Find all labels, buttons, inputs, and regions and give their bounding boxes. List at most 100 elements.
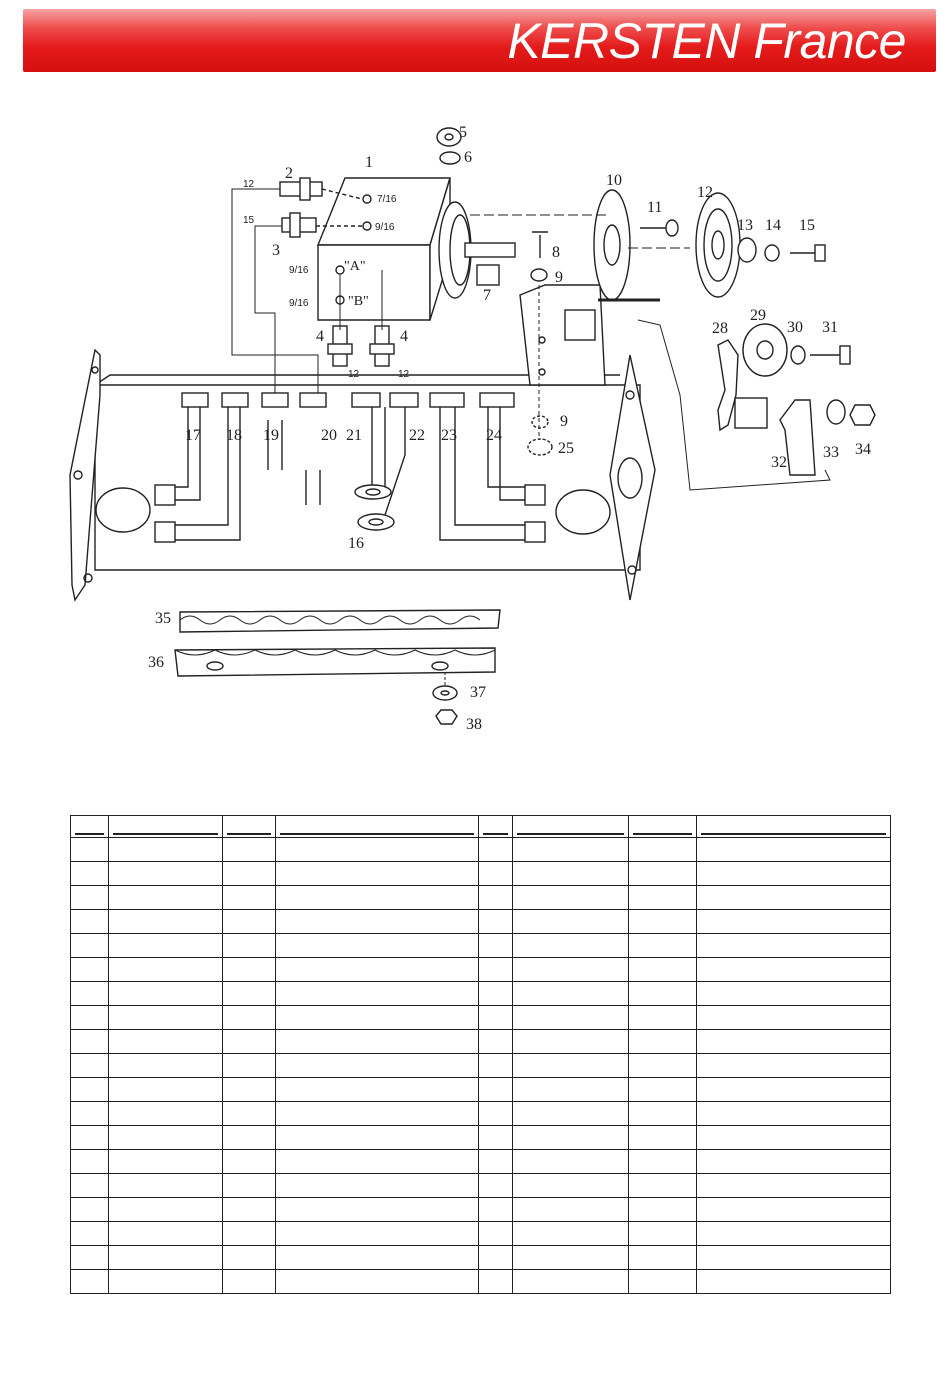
clamp-strips: [174, 609, 501, 725]
callout-13: 13: [737, 217, 753, 234]
table-cell: [696, 981, 891, 1006]
table-cell: [628, 1125, 697, 1150]
table-row: [70, 1005, 891, 1030]
table-cell: [108, 1101, 223, 1126]
table-cell: [70, 909, 109, 934]
header-underline: [75, 819, 104, 835]
table-cell: [70, 1005, 109, 1030]
hose-size-3: 12: [348, 369, 360, 380]
table-cell: [512, 861, 629, 886]
brand-title: KERSTEN France: [507, 13, 906, 69]
thread-label-2: 9/16: [375, 222, 395, 233]
callout-32: 32: [771, 454, 787, 471]
table-cell: [275, 981, 479, 1006]
callout-34: 34: [855, 441, 871, 458]
table-row: [70, 1101, 891, 1126]
callout-2: 2: [285, 165, 293, 182]
table-cell: [275, 1197, 479, 1222]
table-cell: [628, 1005, 697, 1030]
table-cell: [512, 1077, 629, 1102]
hose-lines: [231, 188, 383, 395]
header-underline: [113, 819, 218, 835]
table-cell: [275, 909, 479, 934]
table-cell: [108, 861, 223, 886]
table-cell: [478, 1269, 513, 1294]
table-cell: [222, 1173, 276, 1198]
table-row: [70, 1125, 891, 1150]
table-cell: [222, 1005, 276, 1030]
table-cell: [222, 1029, 276, 1054]
table-row: [70, 981, 891, 1006]
table-cell: [275, 885, 479, 910]
callout-23: 23: [441, 427, 457, 444]
table-cell: [696, 1221, 891, 1246]
valve-block: [316, 177, 516, 321]
table-cell: [696, 1269, 891, 1294]
table-cell: [275, 1053, 479, 1078]
table-cell: [696, 1077, 891, 1102]
table-cell: [628, 1221, 697, 1246]
hose-size-2: 15: [243, 215, 255, 226]
callout-28: 28: [712, 320, 728, 337]
header-underline: [280, 819, 474, 835]
table-cell: [108, 957, 223, 982]
table-cell: [275, 1245, 479, 1270]
table-cell: [478, 1101, 513, 1126]
table-cell: [512, 957, 629, 982]
table-cell: [478, 1197, 513, 1222]
callout-11: 11: [647, 199, 662, 216]
table-cell: [70, 1197, 109, 1222]
table-cell: [478, 1245, 513, 1270]
header-underline: [517, 819, 624, 835]
table-cell: [696, 861, 891, 886]
callout-7: 7: [483, 287, 491, 304]
callout-17: 17: [185, 427, 201, 444]
table-cell: [70, 885, 109, 910]
table-header-cell: [512, 815, 629, 838]
table-cell: [275, 1077, 479, 1102]
table-header-cell: [222, 815, 276, 838]
table-cell: [696, 1053, 891, 1078]
table-cell: [70, 981, 109, 1006]
table-cell: [275, 1173, 479, 1198]
table-row: [70, 885, 891, 910]
table-cell: [628, 1173, 697, 1198]
table-cell: [222, 933, 276, 958]
table-row: [70, 1173, 891, 1198]
table-cell: [70, 837, 109, 862]
table-cell: [628, 837, 697, 862]
table-row: [70, 1053, 891, 1078]
callout-1: 1: [365, 154, 373, 171]
table-cell: [628, 1101, 697, 1126]
table-cell: [512, 1173, 629, 1198]
parts-list-table: [70, 815, 891, 1294]
table-cell: [108, 1221, 223, 1246]
table-row: [70, 1029, 891, 1054]
table-cell: [108, 1053, 223, 1078]
table-row: [70, 1221, 891, 1246]
table-cell: [70, 1245, 109, 1270]
table-cell: [512, 1005, 629, 1030]
table-cell: [478, 1053, 513, 1078]
table-cell: [696, 1005, 891, 1030]
table-cell: [275, 957, 479, 982]
table-cell: [478, 885, 513, 910]
table-cell: [628, 933, 697, 958]
callout-36: 36: [148, 654, 164, 671]
callout-22: 22: [409, 427, 425, 444]
callout-8: 8: [552, 244, 560, 261]
table-cell: [222, 1053, 276, 1078]
table-cell: [512, 1197, 629, 1222]
exploded-parts-diagram: 1 2 3 4 4 5 6 7 8 9 9 10 11 12 13 14 15 …: [69, 124, 876, 733]
table-cell: [628, 981, 697, 1006]
table-cell: [222, 1269, 276, 1294]
table-cell: [628, 1077, 697, 1102]
table-cell: [222, 909, 276, 934]
table-header-cell: [108, 815, 223, 838]
table-cell: [478, 1125, 513, 1150]
table-cell: [478, 1221, 513, 1246]
callout-21: 21: [346, 427, 362, 444]
table-cell: [512, 885, 629, 910]
table-cell: [108, 1125, 223, 1150]
header-banner: KERSTEN France: [23, 9, 936, 72]
